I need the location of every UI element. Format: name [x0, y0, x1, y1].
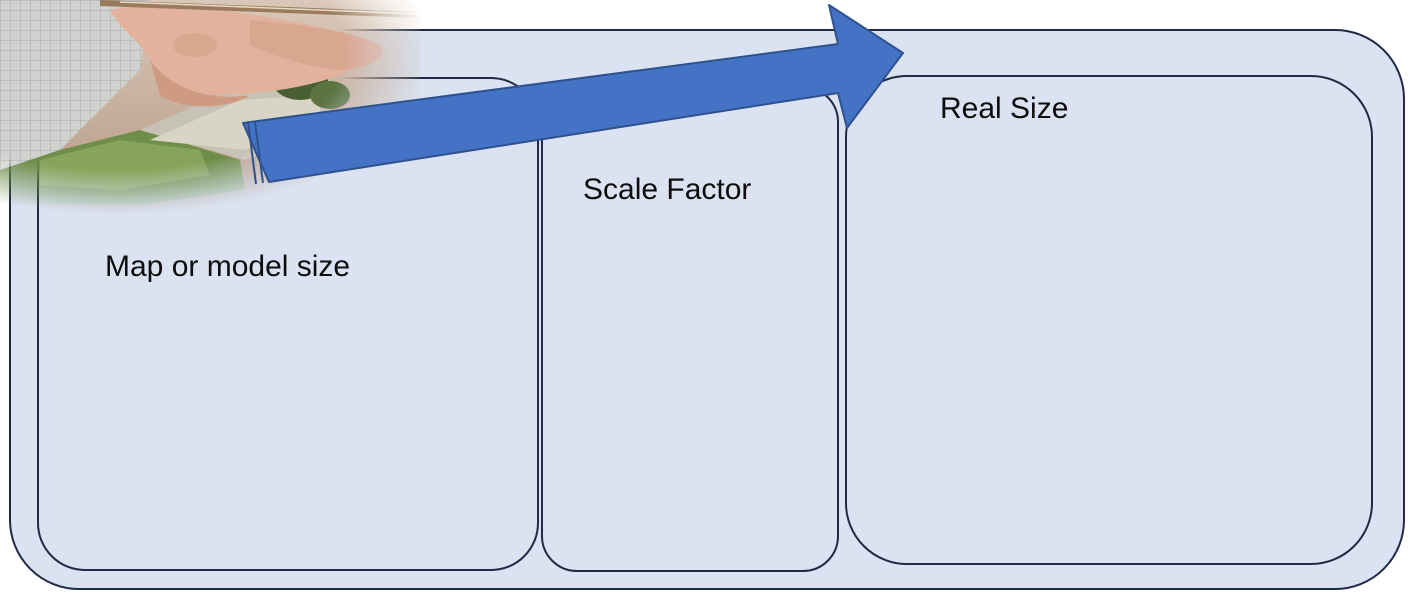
real-size-panel: [845, 75, 1373, 565]
map-or-model-size-label: Map or model size: [105, 250, 351, 283]
scale-factor-panel: [541, 86, 839, 572]
scale-factor-label: Scale Factor: [583, 173, 752, 206]
real-size-label: Real Size: [940, 92, 1069, 125]
model-photo: [0, 0, 420, 215]
